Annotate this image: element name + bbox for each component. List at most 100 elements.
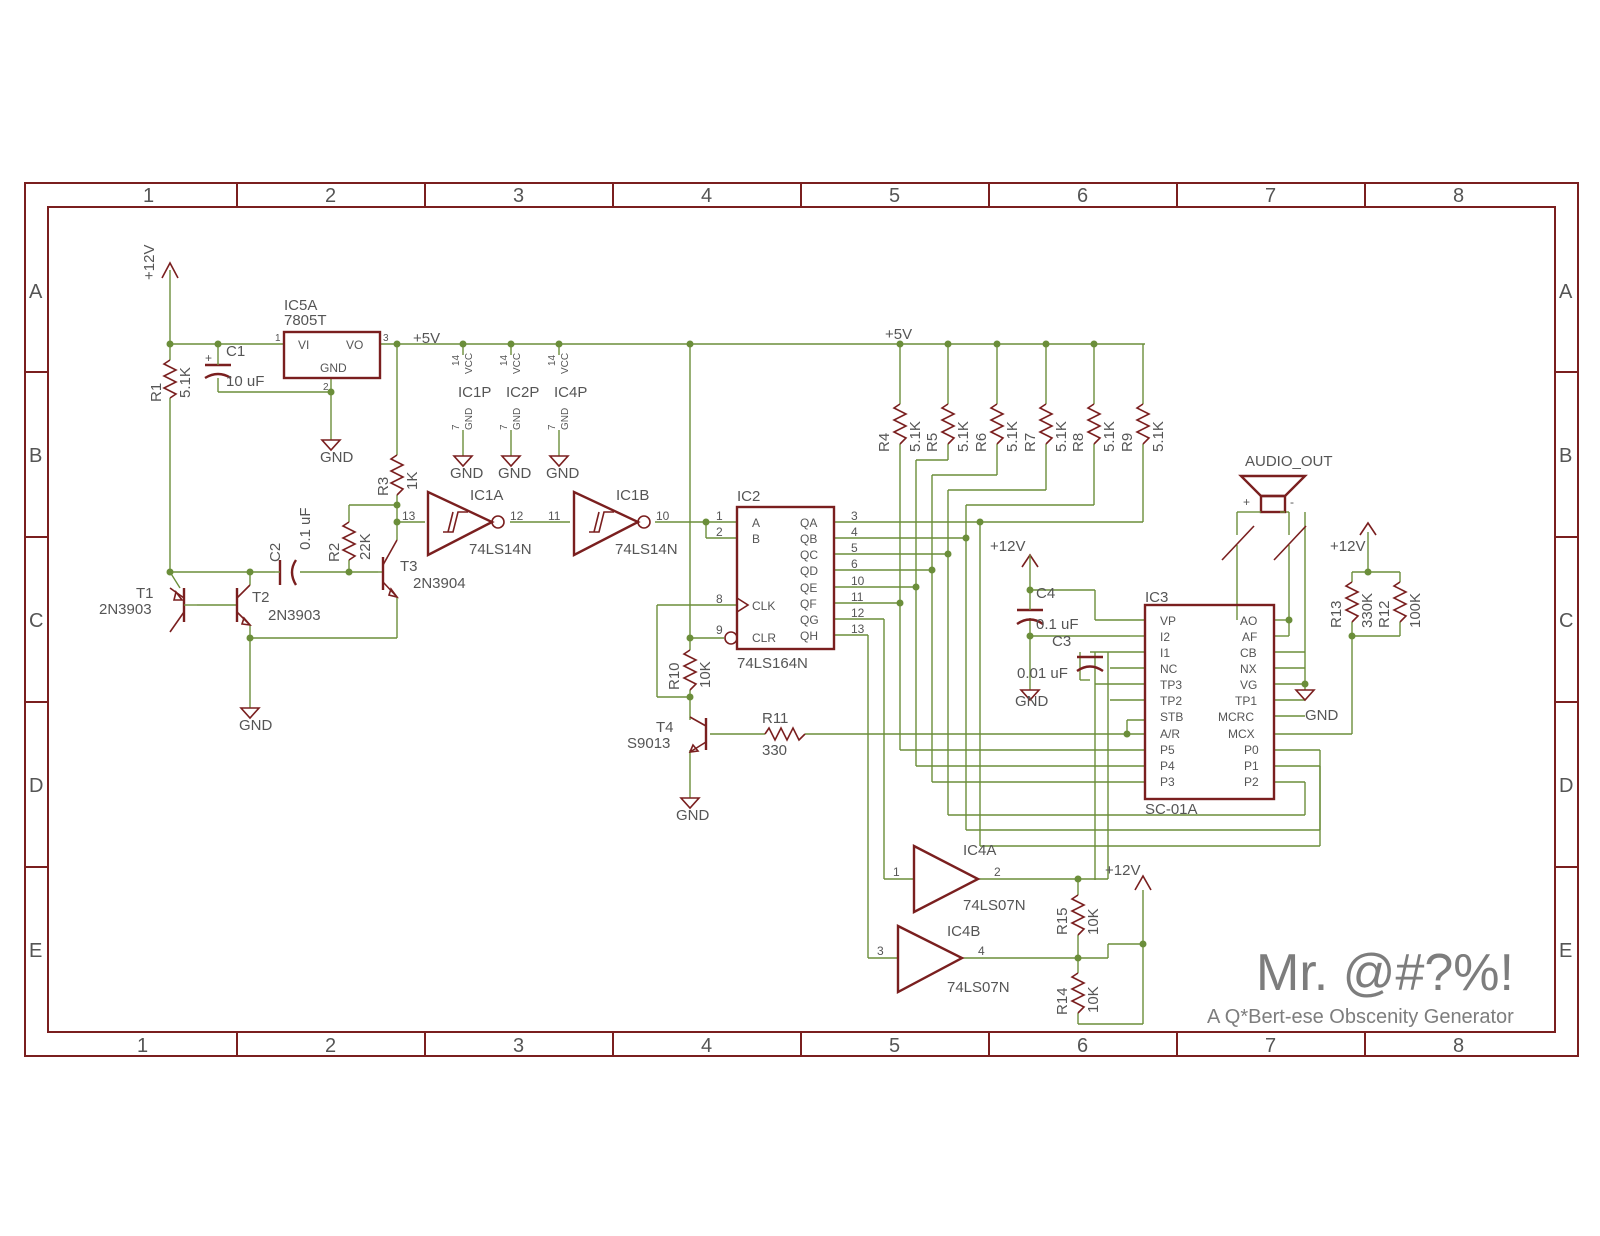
ic3-pin-p5: P5: [1160, 743, 1175, 757]
ic3-pin-mcx: MCX: [1228, 727, 1255, 741]
resistor-r15: R15 10K: [1054, 894, 1102, 936]
transistor-t4: T4 S9013: [627, 716, 708, 753]
grid-col-5-top: 5: [889, 185, 900, 207]
c4-value: 0.1 uF: [1036, 616, 1079, 633]
net-12v-label-r13: +12V: [1330, 538, 1365, 555]
r11-value: 330: [762, 742, 787, 759]
ic3-pin-cb: CB: [1240, 646, 1257, 660]
ic3-ref: IC3: [1145, 589, 1168, 606]
buffer-ic4a: IC4A 74LS07N 1 2: [893, 842, 1026, 914]
power-pins-ic2p: 14 VCC IC2P 7 GND: [499, 353, 539, 430]
pullup-r4: R4 5.1K: [876, 403, 924, 452]
ic1p-pin7: 7: [451, 424, 462, 430]
ic1b-value: 74LS14N: [615, 541, 678, 558]
grid-col-6-top: 6: [1077, 185, 1088, 207]
ic1b-pin10: 10: [656, 509, 670, 523]
ic3-pin-tp3: TP3: [1160, 678, 1182, 692]
r6-ref: R6: [973, 433, 990, 452]
ic3-pin-p4: P4: [1160, 759, 1175, 773]
buffer-ic4b: IC4B 74LS07N 3 4: [877, 923, 1010, 996]
ic3-pin-stb: STB: [1160, 710, 1183, 724]
r9-ref: R9: [1119, 433, 1136, 452]
ic2p-ref: IC2P: [506, 384, 539, 401]
t3-ref: T3: [400, 558, 418, 575]
ic5a-gnd: GND: [320, 361, 347, 375]
capacitor-c3: C3 0.01 uF: [1017, 633, 1104, 682]
r3-value: 1K: [404, 472, 421, 490]
ic2-pin-qc: QC: [800, 548, 818, 562]
grid-row-d-left: D: [29, 775, 43, 797]
ic2-pinnum-qe: 10: [851, 574, 865, 588]
t2-value: 2N3903: [268, 607, 321, 624]
t4-ref: T4: [656, 719, 674, 736]
ic2-pin-clr: CLR: [752, 631, 776, 645]
ic2p-gnd: GND: [512, 408, 523, 430]
t1-value: 2N3903: [99, 601, 152, 618]
gnd-label-1: GND: [320, 449, 354, 466]
ic2-pinnum-qg: 12: [851, 606, 865, 620]
t4-value: S9013: [627, 735, 670, 752]
ic2p-pin14: 14: [499, 354, 510, 366]
ic2-pinnum-qc: 5: [851, 541, 858, 555]
ic3-pin-i2: I2: [1160, 630, 1170, 644]
r13-ref: R13: [1328, 600, 1345, 628]
resistor-r13: R13 330K: [1328, 581, 1376, 628]
grid-row-e-left: E: [29, 940, 42, 962]
grid-row-b-left: B: [29, 445, 42, 467]
ic2-pinnum-qb: 4: [851, 525, 858, 539]
grid-col-4-top: 4: [701, 185, 712, 207]
grid-row-e-right: E: [1559, 940, 1572, 962]
ic1p-gnd: GND: [464, 408, 475, 430]
ic3-pin-vg: VG: [1240, 678, 1257, 692]
ic2-pinnum-qd: 6: [851, 557, 858, 571]
r10-ref: R10: [666, 662, 683, 690]
r4-ref: R4: [876, 433, 893, 452]
resistor-r2: R2 22K: [326, 521, 374, 562]
grid-col-2-top: 2: [325, 185, 336, 207]
pullup-r6: R6 5.1K: [973, 403, 1021, 452]
r2-ref: R2: [326, 543, 343, 562]
transistor-t3: T3 2N3904: [381, 539, 466, 599]
grid-row-a-left: A: [29, 281, 43, 303]
r4-value: 5.1K: [907, 421, 924, 452]
ic3-pin-i1: I1: [1160, 646, 1170, 660]
grid-col-4-bottom: 4: [701, 1035, 712, 1057]
audio-out-plus: +: [1243, 495, 1250, 509]
ic4a-value: 74LS07N: [963, 897, 1026, 914]
ic3-pin-p3: P3: [1160, 775, 1175, 789]
r7-ref: R7: [1022, 433, 1039, 452]
ic2-value: 74LS164N: [737, 655, 808, 672]
ic5a-pin3: 3: [383, 333, 389, 344]
ic4p-pin7: 7: [547, 424, 558, 430]
grid-col-1-top: 1: [143, 185, 154, 207]
ic2-pin-qe: QE: [800, 581, 817, 595]
net-12v-label-ic4: +12V: [1105, 862, 1140, 879]
gnd-label-ic2p: GND: [498, 465, 532, 482]
ic1b-ref: IC1B: [616, 487, 649, 504]
grid-row-b-right: B: [1559, 445, 1572, 467]
capacitor-c2: C2 0.1 uF: [267, 507, 314, 586]
regulator-ic5a: IC5A 7805T VI VO GND 1 3 2: [275, 297, 389, 393]
ic2-pinnum-qh: 13: [851, 622, 865, 636]
ic4a-ref: IC4A: [963, 842, 996, 859]
ic4b-pin3: 3: [877, 944, 884, 958]
ic3-pin-p0: P0: [1244, 743, 1259, 757]
speech-chip-ic3: IC3 SC-01A VP I2 I1 NC TP3 TP2 STB A/R P…: [1143, 589, 1276, 818]
r11-ref: R11: [762, 710, 788, 727]
ic3-value: SC-01A: [1145, 801, 1198, 818]
resistor-r1: R1 5.1K: [148, 359, 194, 402]
ic2p-vcc: VCC: [512, 353, 523, 374]
r5-ref: R5: [924, 433, 941, 452]
r5-value: 5.1K: [955, 421, 972, 452]
ic4p-vcc: VCC: [560, 353, 571, 374]
grid-col-5-bottom: 5: [889, 1035, 900, 1057]
grid-col-8-bottom: 8: [1453, 1035, 1464, 1057]
t1-ref: T1: [136, 585, 154, 602]
r12-value: 100K: [1407, 593, 1424, 628]
ic2-pinnum-qf: 11: [851, 590, 864, 604]
ic4p-ref: IC4P: [554, 384, 587, 401]
transistor-t2: T2 2N3903: [235, 584, 321, 627]
ic4b-ref: IC4B: [947, 923, 980, 940]
ic1p-vcc: VCC: [464, 353, 475, 374]
